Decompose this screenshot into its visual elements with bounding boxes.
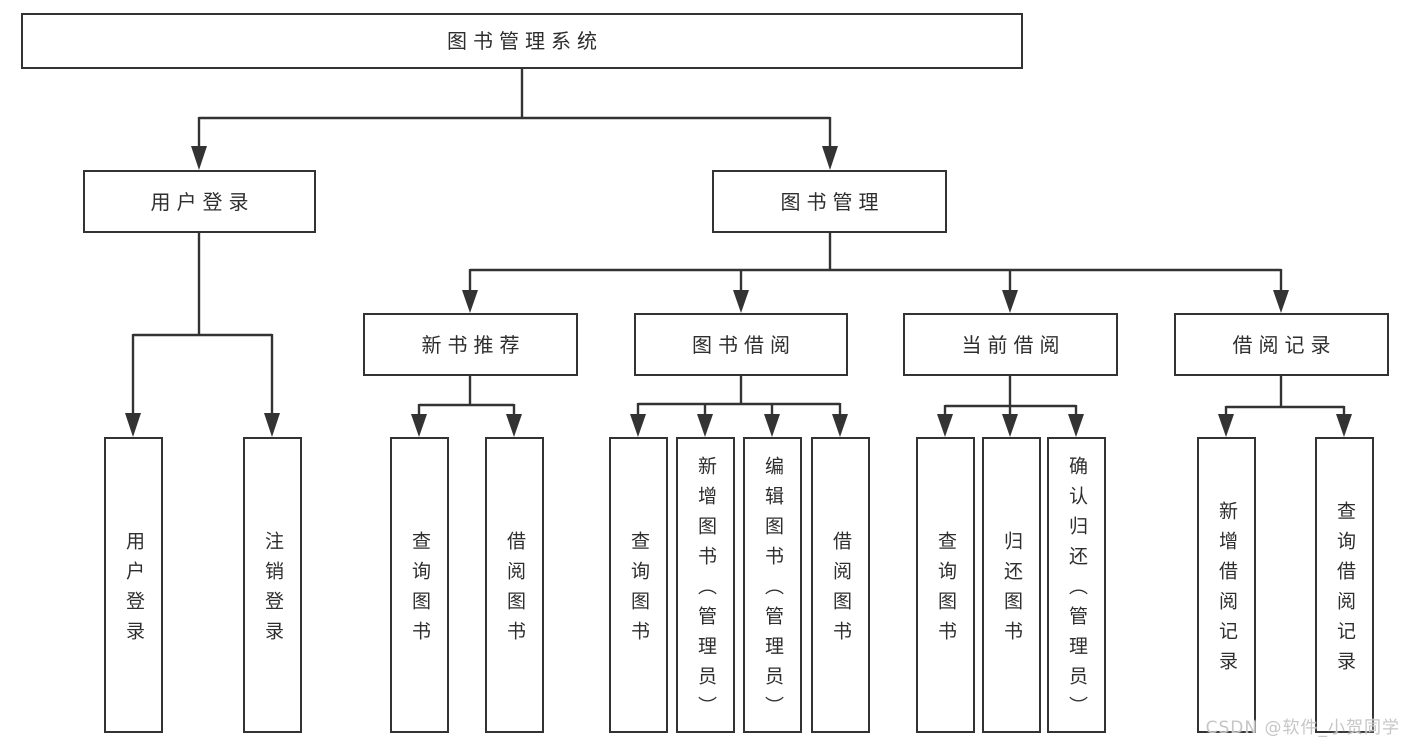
arrowhead <box>1002 290 1018 313</box>
arrowhead <box>1336 414 1352 437</box>
arrowhead <box>264 413 280 437</box>
arrowhead <box>937 414 953 437</box>
node-label: 新增借阅记录 <box>1216 500 1238 681</box>
node-label: 查询图书 <box>628 530 650 651</box>
arrowhead <box>832 414 848 437</box>
node-label: 图书管理系统 <box>447 29 603 53</box>
arrowhead <box>1218 414 1234 437</box>
connector-root-to-level1 <box>191 69 838 170</box>
arrowhead <box>191 146 207 170</box>
leaf-borrow-books-borrow: 借阅图书 <box>811 437 870 733</box>
leaf-user-login: 用户登录 <box>104 437 163 733</box>
node-label: 查询借阅记录 <box>1334 500 1356 681</box>
arrowhead <box>462 290 478 313</box>
connector-current-borrow-to-children <box>937 376 1084 437</box>
leaf-query-books-current: 查询图书 <box>916 437 975 733</box>
node-label: 当前借阅 <box>961 332 1066 357</box>
connector-borrow-records-to-children <box>1218 376 1352 437</box>
node-label: 编辑图书（管理员） <box>762 455 784 726</box>
node-borrow-records: 借阅记录 <box>1174 313 1389 376</box>
leaf-query-books-recommend: 查询图书 <box>390 437 449 733</box>
leaf-confirm-return-admin: 确认归还（管理员） <box>1047 437 1106 733</box>
leaf-query-borrow-record: 查询借阅记录 <box>1315 437 1374 733</box>
leaf-return-books: 归还图书 <box>982 437 1041 733</box>
arrowhead <box>630 414 646 437</box>
leaf-logout: 注销登录 <box>243 437 302 733</box>
arrowhead <box>125 413 141 437</box>
arrowhead <box>506 414 522 437</box>
arrowhead <box>764 414 780 437</box>
node-label: 查询图书 <box>409 530 431 651</box>
connector-book-borrow-to-children <box>630 376 848 437</box>
leaf-add-borrow-record: 新增借阅记录 <box>1197 437 1256 733</box>
arrowhead <box>697 414 713 437</box>
leaf-edit-books-admin: 编辑图书（管理员） <box>743 437 802 733</box>
csdn-watermark: CSDN @软件_小贺同学 <box>1205 718 1400 738</box>
node-book-borrow: 图书借阅 <box>634 313 848 376</box>
connector-user-login-to-children <box>125 233 280 437</box>
node-label: 图书借阅 <box>692 332 796 357</box>
node-label: 新书推荐 <box>421 332 526 357</box>
node-label: 查询图书 <box>935 530 957 651</box>
node-label: 新增图书（管理员） <box>695 455 717 726</box>
node-label: 归还图书 <box>1001 530 1023 651</box>
leaf-borrow-books-recommend: 借阅图书 <box>485 437 544 733</box>
connector-new-book-recommend-to-children <box>411 376 522 437</box>
arrowhead <box>1273 290 1289 313</box>
connector-book-management-to-children <box>462 233 1289 313</box>
node-label: 借阅图书 <box>830 530 852 651</box>
arrowhead <box>733 290 749 313</box>
arrowhead <box>1068 414 1084 437</box>
node-label: 用户登录 <box>123 530 145 651</box>
leaf-query-books-borrow: 查询图书 <box>609 437 668 733</box>
node-current-borrow: 当前借阅 <box>903 313 1118 376</box>
node-new-book-recommend: 新书推荐 <box>363 313 578 376</box>
node-label: 注销登录 <box>262 530 284 651</box>
node-label: 用户登录 <box>150 189 255 214</box>
node-root: 图书管理系统 <box>21 13 1023 69</box>
arrowhead <box>1002 414 1018 437</box>
leaf-add-books-admin: 新增图书（管理员） <box>676 437 735 733</box>
node-user-login: 用户登录 <box>83 170 316 233</box>
arrowhead <box>822 146 838 170</box>
node-label: 图书管理 <box>780 189 885 214</box>
node-label: 借阅记录 <box>1232 332 1337 357</box>
node-book-management: 图书管理 <box>712 170 947 233</box>
node-label: 借阅图书 <box>504 530 526 651</box>
node-label: 确认归还（管理员） <box>1066 455 1088 726</box>
arrowhead <box>411 414 427 437</box>
